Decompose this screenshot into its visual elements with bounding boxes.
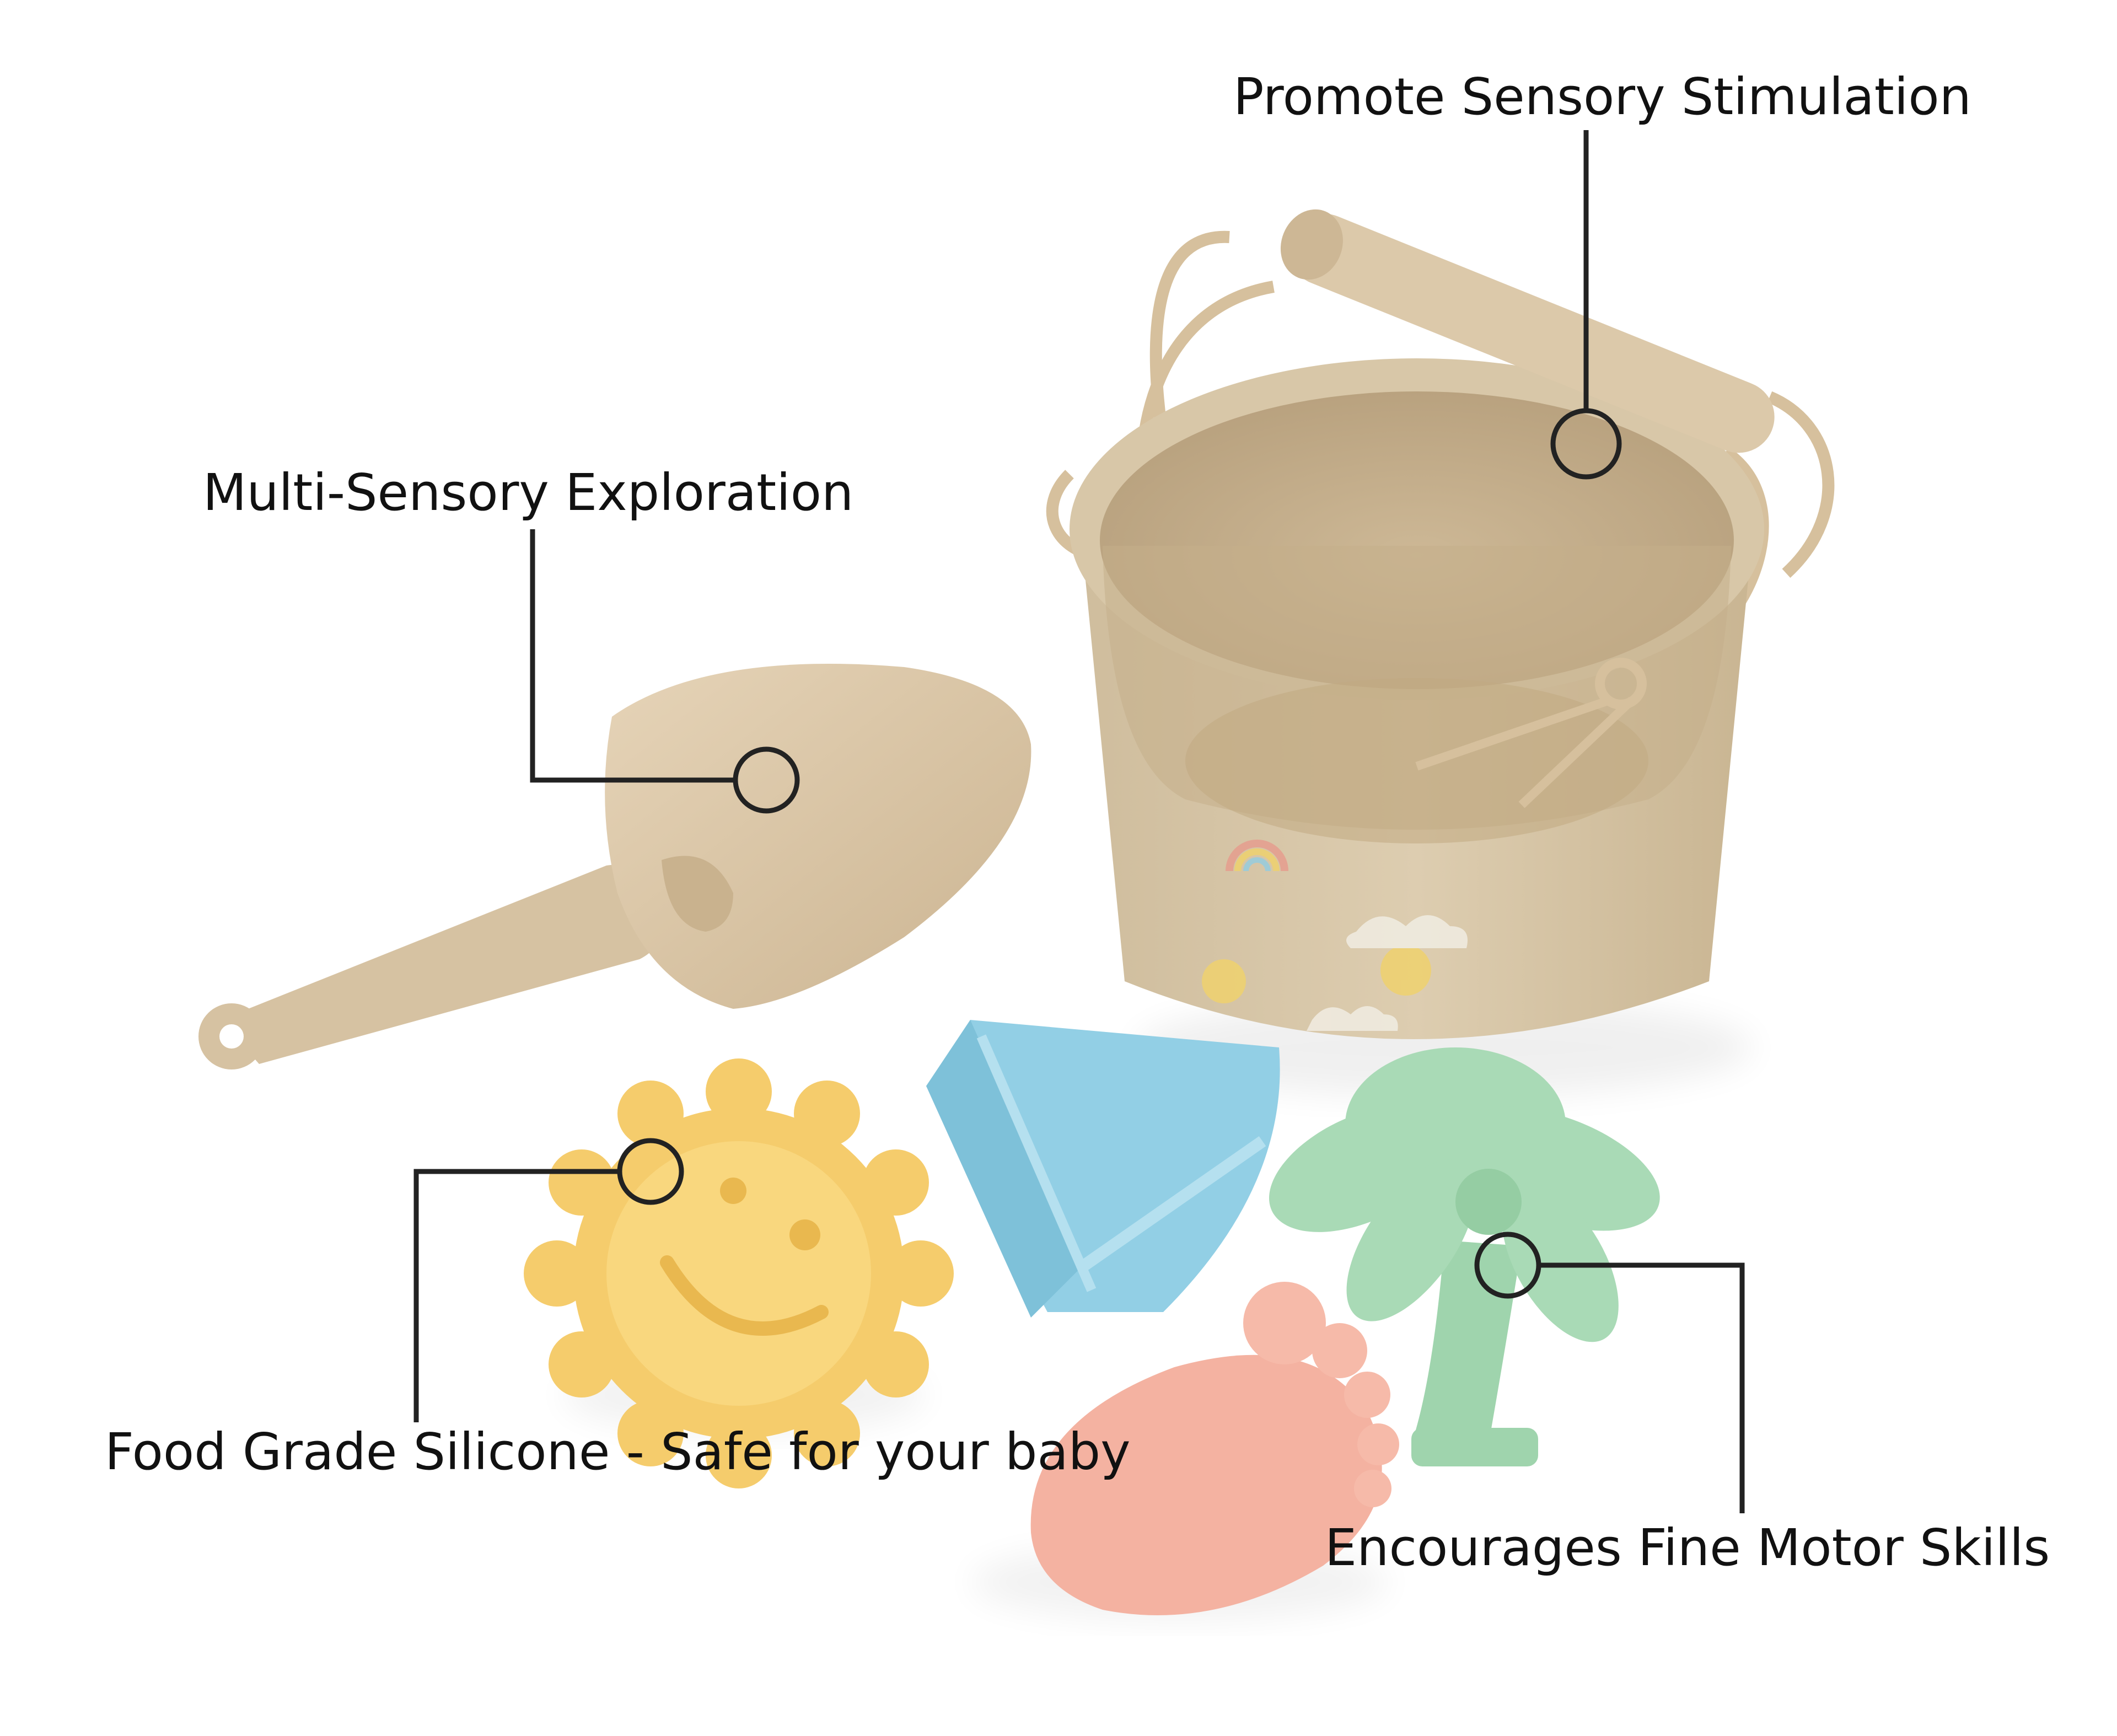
palm-tree-mold-icon — [1269, 1047, 1660, 1466]
bucket-icon — [1046, 209, 1835, 1039]
callout-sensory-exploration — [530, 529, 800, 814]
callout-food-grade — [413, 1138, 684, 1422]
sun-mold-icon — [524, 1058, 954, 1488]
callout-label-sensory-exploration: Multi-Sensory Exploration — [203, 463, 854, 522]
callout-label-fine-motor: Encourages Fine Motor Skills — [1325, 1518, 2050, 1577]
footprint-mold-icon — [1030, 1282, 1399, 1615]
callout-label-sensory-stimulation: Promote Sensory Stimulation — [1233, 67, 1971, 126]
callout-sensory-stimulation — [1550, 130, 1622, 480]
sailboat-mold-icon — [926, 1020, 1280, 1318]
callout-fine-motor — [1474, 1232, 1745, 1513]
callout-label-food-grade: Food Grade Silicone - Safe for your baby — [105, 1422, 1131, 1481]
scoop-icon — [198, 664, 1031, 1069]
